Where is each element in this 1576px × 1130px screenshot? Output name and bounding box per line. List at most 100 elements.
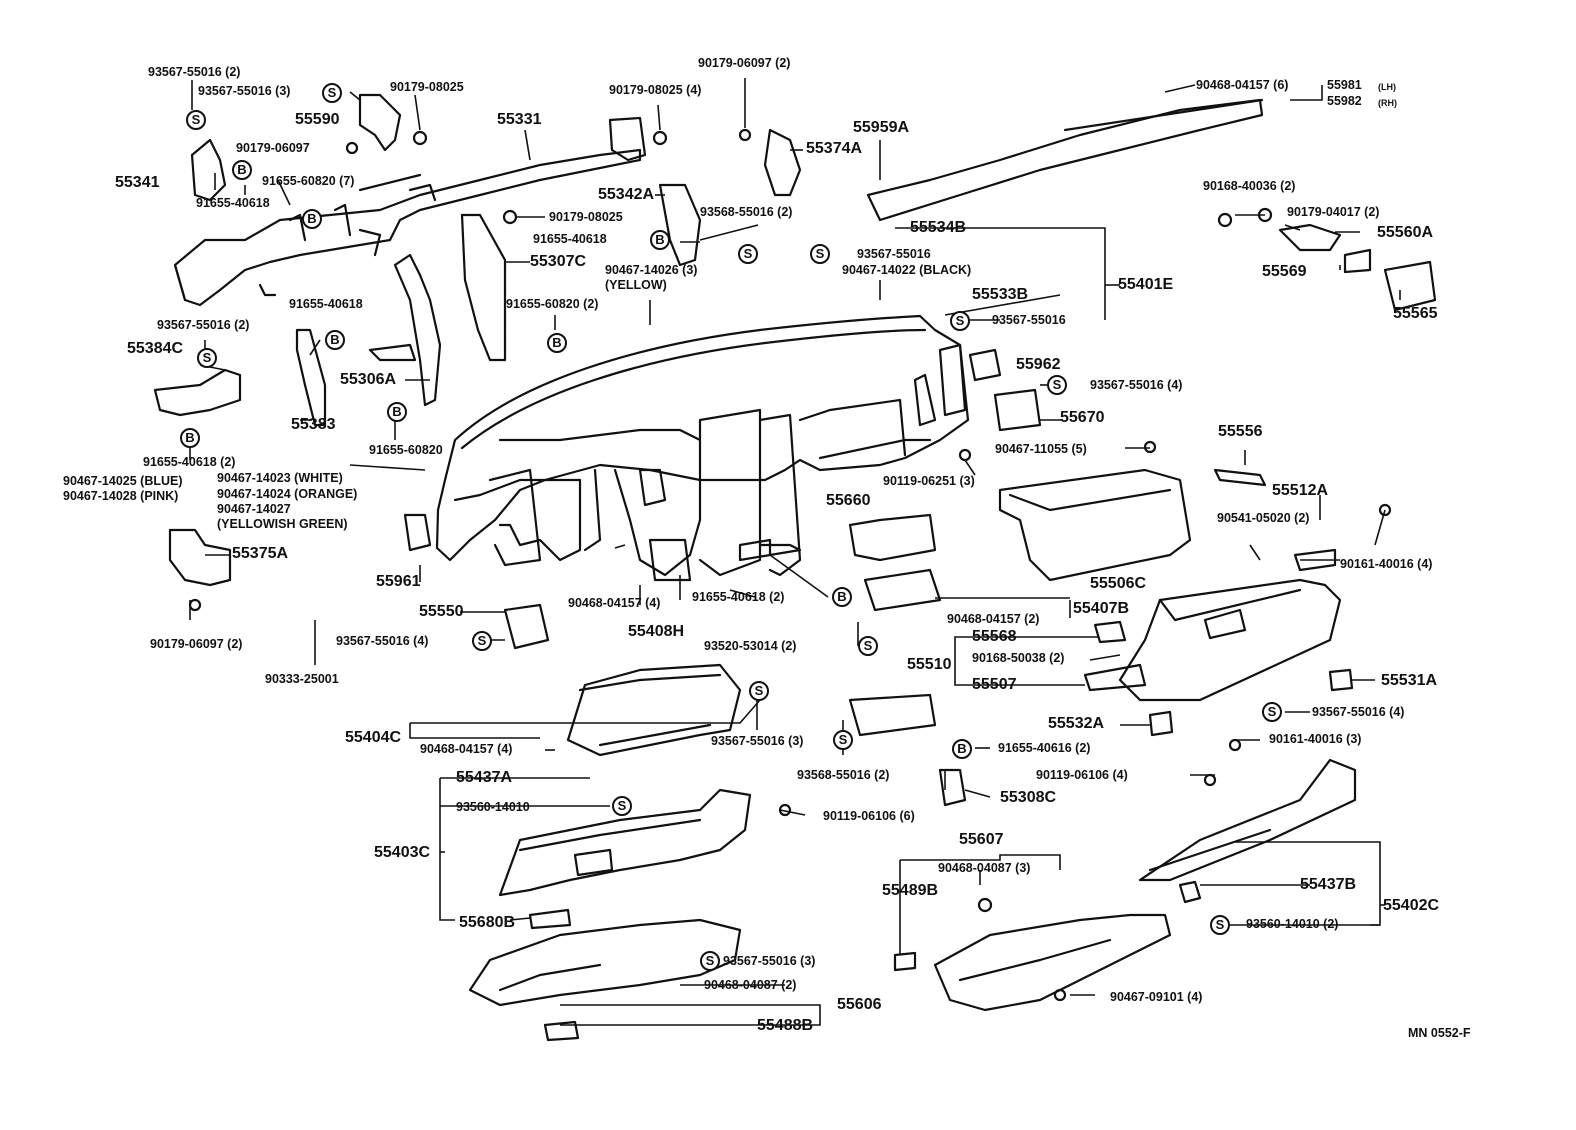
part-label: 55670 — [1060, 409, 1105, 426]
part-label: 55961 — [376, 573, 421, 590]
part-label: 91655-40618 (2) — [143, 455, 236, 469]
part-label: 93567-55016 (2) — [148, 65, 241, 79]
sealant-symbol: S — [186, 110, 206, 130]
part-label: 90179-06097 (2) — [698, 56, 791, 70]
sealant-symbol: S — [700, 951, 720, 971]
part-label: 90467-11055 (5) — [995, 442, 1087, 456]
sealant-symbol: S — [322, 83, 342, 103]
part-label: 55374A — [806, 140, 863, 157]
part-label: 55307C — [530, 253, 587, 270]
part-label: 93560-14010 — [456, 800, 530, 814]
part-label: 55962 — [1016, 356, 1061, 373]
bolt-symbol: B — [180, 428, 200, 448]
part-label: 91655-60820 — [369, 443, 443, 457]
bolt-symbol: B — [232, 160, 252, 180]
part-label: 55402C — [1383, 897, 1440, 914]
sealant-symbol: S — [612, 796, 632, 816]
part-label: 55306A — [340, 371, 397, 388]
part-label: (LH) — [1378, 82, 1396, 92]
sealant-symbol: S — [858, 636, 878, 656]
sealant-symbol: S — [1262, 702, 1282, 722]
part-label: (YELLOW) — [605, 278, 667, 292]
part-label: 93567-55016 — [857, 247, 931, 261]
part-label: 90179-08025 — [390, 80, 464, 94]
part-label: 93567-55016 (3) — [198, 84, 291, 98]
part-label: 55342A — [598, 186, 655, 203]
part-label: 90179-08025 — [549, 210, 623, 224]
part-label: 55437A — [456, 769, 513, 786]
part-label: 91655-60820 (7) — [262, 174, 355, 188]
part-label: 55308C — [1000, 789, 1057, 806]
part-label: 90333-25001 — [265, 672, 339, 686]
part-label: 55606 — [837, 996, 882, 1013]
sealant-symbol: S — [810, 244, 830, 264]
sealant-symbol: S — [1047, 375, 1067, 395]
part-label: 90168-40036 (2) — [1203, 179, 1296, 193]
part-label: 90468-04157 (4) — [420, 742, 513, 756]
part-label: 93567-55016 (3) — [711, 734, 804, 748]
instrument-panel-body — [435, 314, 970, 577]
part-label: 55331 — [497, 111, 542, 128]
part-label: 55489B — [882, 882, 939, 899]
bolt-symbol: B — [547, 333, 567, 353]
part-label: (YELLOWISH GREEN) — [217, 517, 348, 531]
part-label: 91655-60820 (2) — [506, 297, 599, 311]
part-label: 55506C — [1090, 575, 1147, 592]
part-label: 93568-55016 (2) — [797, 768, 890, 782]
part-label: 90467-14024 (ORANGE) — [217, 487, 358, 501]
part-label: 90467-14022 (BLACK) — [842, 263, 972, 277]
sealant-symbol: S — [950, 311, 970, 331]
part-label: 90467-09101 (4) — [1110, 990, 1203, 1004]
part-label: 91655-40618 — [196, 196, 270, 210]
sealant-symbol: S — [833, 730, 853, 750]
part-label: 55534B — [910, 219, 967, 236]
bolt-symbol: B — [302, 209, 322, 229]
part-label: 55959A — [853, 119, 910, 136]
part-label: 90468-04157 (2) — [947, 612, 1040, 626]
part-label: 55341 — [115, 174, 160, 191]
part-label: 93567-55016 (3) — [723, 954, 816, 968]
part-label: 55531A — [1381, 672, 1438, 689]
side-defroster-strip — [866, 98, 1264, 222]
part-label: 55680B — [459, 914, 516, 931]
part-label: 55488B — [757, 1017, 814, 1034]
part-label: 55565 — [1393, 305, 1438, 322]
part-label: 55375A — [232, 545, 289, 562]
part-label: 91655-40618 (2) — [692, 590, 785, 604]
part-label: 55556 — [1218, 423, 1263, 440]
bolt-symbol: B — [832, 587, 852, 607]
part-label: 93520-53014 (2) — [704, 639, 797, 653]
part-label: 55660 — [826, 492, 871, 509]
part-label: 90119-06251 (3) — [883, 474, 975, 488]
sealant-symbol: S — [197, 348, 217, 368]
part-label: 55982 — [1327, 94, 1362, 108]
part-label: 55560A — [1377, 224, 1434, 241]
part-label: 55507 — [972, 676, 1017, 693]
part-label: 90179-06097 — [236, 141, 310, 155]
part-label: 55404C — [345, 729, 402, 746]
lower-cover — [468, 918, 742, 1042]
right-side-parts — [998, 223, 1437, 904]
part-label: 93567-55016 (4) — [1090, 378, 1183, 392]
left-brackets — [153, 93, 802, 587]
part-label: 55533B — [972, 286, 1029, 303]
part-label: 55383 — [291, 416, 336, 433]
part-label: 55512A — [1272, 482, 1329, 499]
part-label: 55981 — [1327, 78, 1362, 92]
part-label: 90467-14027 — [217, 502, 291, 516]
bolt-symbol: B — [325, 330, 345, 350]
part-label: 90161-40016 (4) — [1340, 557, 1433, 571]
part-label: 55403C — [374, 844, 431, 861]
part-label: (RH) — [1378, 98, 1397, 108]
part-label: 90468-04157 (4) — [568, 596, 661, 610]
part-label: 55569 — [1262, 263, 1307, 280]
part-label: 93567-55016 — [992, 313, 1066, 327]
reinforcement-beam — [173, 148, 642, 307]
part-label: 91655-40618 — [289, 297, 363, 311]
sealant-symbol: S — [1210, 915, 1230, 935]
part-label: 55607 — [959, 831, 1004, 848]
part-label: 55384C — [127, 340, 184, 357]
lower-tray — [893, 913, 1172, 1012]
part-label: 90467-14026 (3) — [605, 263, 698, 277]
part-label: 91655-40618 — [533, 232, 607, 246]
